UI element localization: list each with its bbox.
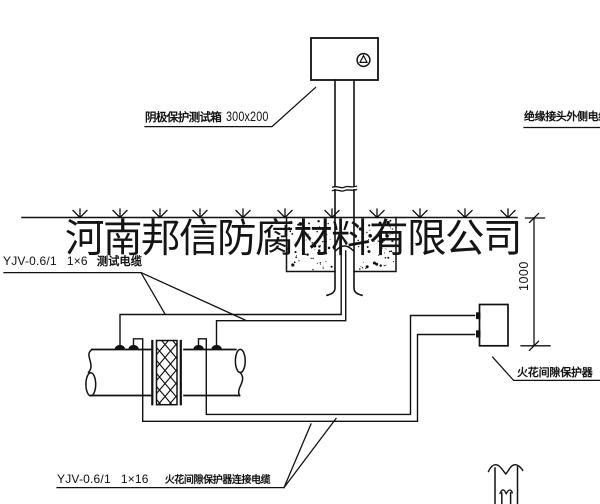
pipeline (85, 339, 246, 406)
conduit-seal-arc (335, 245, 354, 252)
spark-gap-cables (132, 314, 476, 422)
meter-symbol-icon (356, 52, 371, 68)
test-box-label-size: 300x200 (226, 109, 269, 124)
pipe-break-left-icon (87, 348, 94, 374)
spark-cable-spec: 1×16 (120, 472, 149, 486)
test-cable-code: YJV-0.6/1 (3, 254, 57, 268)
casing-break-icon (487, 464, 524, 504)
spark-gap-cable-label: YJV-0.6/1 1×16 火花间隙保护器连接电缆 (57, 470, 271, 488)
conduit-riser (326, 79, 363, 297)
test-box-label: 阴极保护测试箱 300x200 (145, 108, 280, 126)
pipe-break-right-icon (237, 371, 244, 397)
test-box (310, 37, 379, 81)
insulating-joint (151, 339, 182, 406)
conduit-break-icon (331, 185, 358, 189)
foundation (285, 216, 397, 273)
company-watermark: 河南邦信防腐材料有限公司 (65, 216, 523, 262)
spark-cable-name: 火花间隙保护器连接电缆 (164, 475, 271, 486)
spark-gap-protector-label: 火花间隙保护器 (517, 367, 593, 379)
insulated-joint-cable-label: 绝缘接头外侧电缆 (524, 111, 600, 123)
ground-marks (72, 208, 516, 219)
meter-triangle-icon (359, 54, 368, 63)
conduit-break-icon (331, 188, 358, 192)
weld-points (114, 344, 222, 350)
test-cable-lines (119, 248, 347, 346)
spark-cable-code: YJV-0.6/1 (57, 472, 111, 486)
ground-line (21, 208, 518, 219)
leader-lines (3, 86, 600, 489)
test-cable-spec: 1×6 (66, 254, 88, 268)
dimension-value: 1000 (517, 261, 531, 291)
concrete-stipple (287, 219, 396, 271)
pipe-break-right-icon (234, 348, 246, 374)
pipe-break-left-icon (85, 371, 97, 397)
test-cable-label: YJV-0.6/1 1×6 测试电缆 (3, 252, 142, 270)
spark-gap-protector (476, 303, 509, 347)
test-box-label-name: 阴极保护测试箱 (145, 112, 222, 124)
spark-gap-terminals (476, 312, 481, 338)
dimension-1000 (520, 212, 551, 352)
test-cable-name: 测试电缆 (96, 256, 143, 268)
